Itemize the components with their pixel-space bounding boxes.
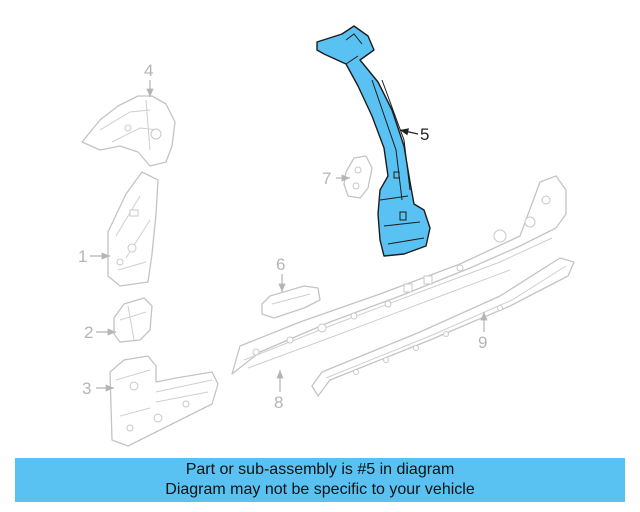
part-8-rocker-inner[interactable] — [231, 175, 567, 375]
callout-3: 3 — [82, 379, 91, 398]
callout-4: 4 — [144, 61, 153, 80]
part-5-center-pillar[interactable] — [316, 25, 431, 257]
pillar-body — [316, 25, 431, 257]
leader-5 — [399, 128, 419, 136]
part-7-bracket[interactable] — [343, 155, 373, 199]
banner-line-2: Diagram may not be specific to your vehi… — [165, 481, 475, 498]
callout-5: 5 — [420, 125, 429, 144]
callout-7: 7 — [322, 169, 331, 188]
callout-8: 8 — [274, 393, 283, 412]
callout-2: 2 — [84, 323, 93, 342]
part-6-reinforcement[interactable] — [261, 285, 321, 319]
part-9-rocker-outer[interactable] — [311, 257, 575, 397]
leader-lines — [90, 80, 488, 392]
part-4-bracket[interactable] — [81, 95, 176, 167]
info-banner: Part or sub-assembly is #5 in diagram Di… — [15, 458, 625, 502]
callout-1: 1 — [78, 247, 87, 266]
callout-9: 9 — [478, 333, 487, 352]
banner-line-1: Part or sub-assembly is #5 in diagram — [185, 461, 455, 478]
part-1-hinge-pillar[interactable] — [107, 171, 159, 287]
part-2-block[interactable] — [113, 297, 153, 343]
part-3-lower-pillar[interactable] — [109, 355, 219, 447]
callout-6: 6 — [276, 255, 285, 274]
callout-labels: 4 1 2 3 7 6 8 9 5 — [78, 61, 487, 412]
